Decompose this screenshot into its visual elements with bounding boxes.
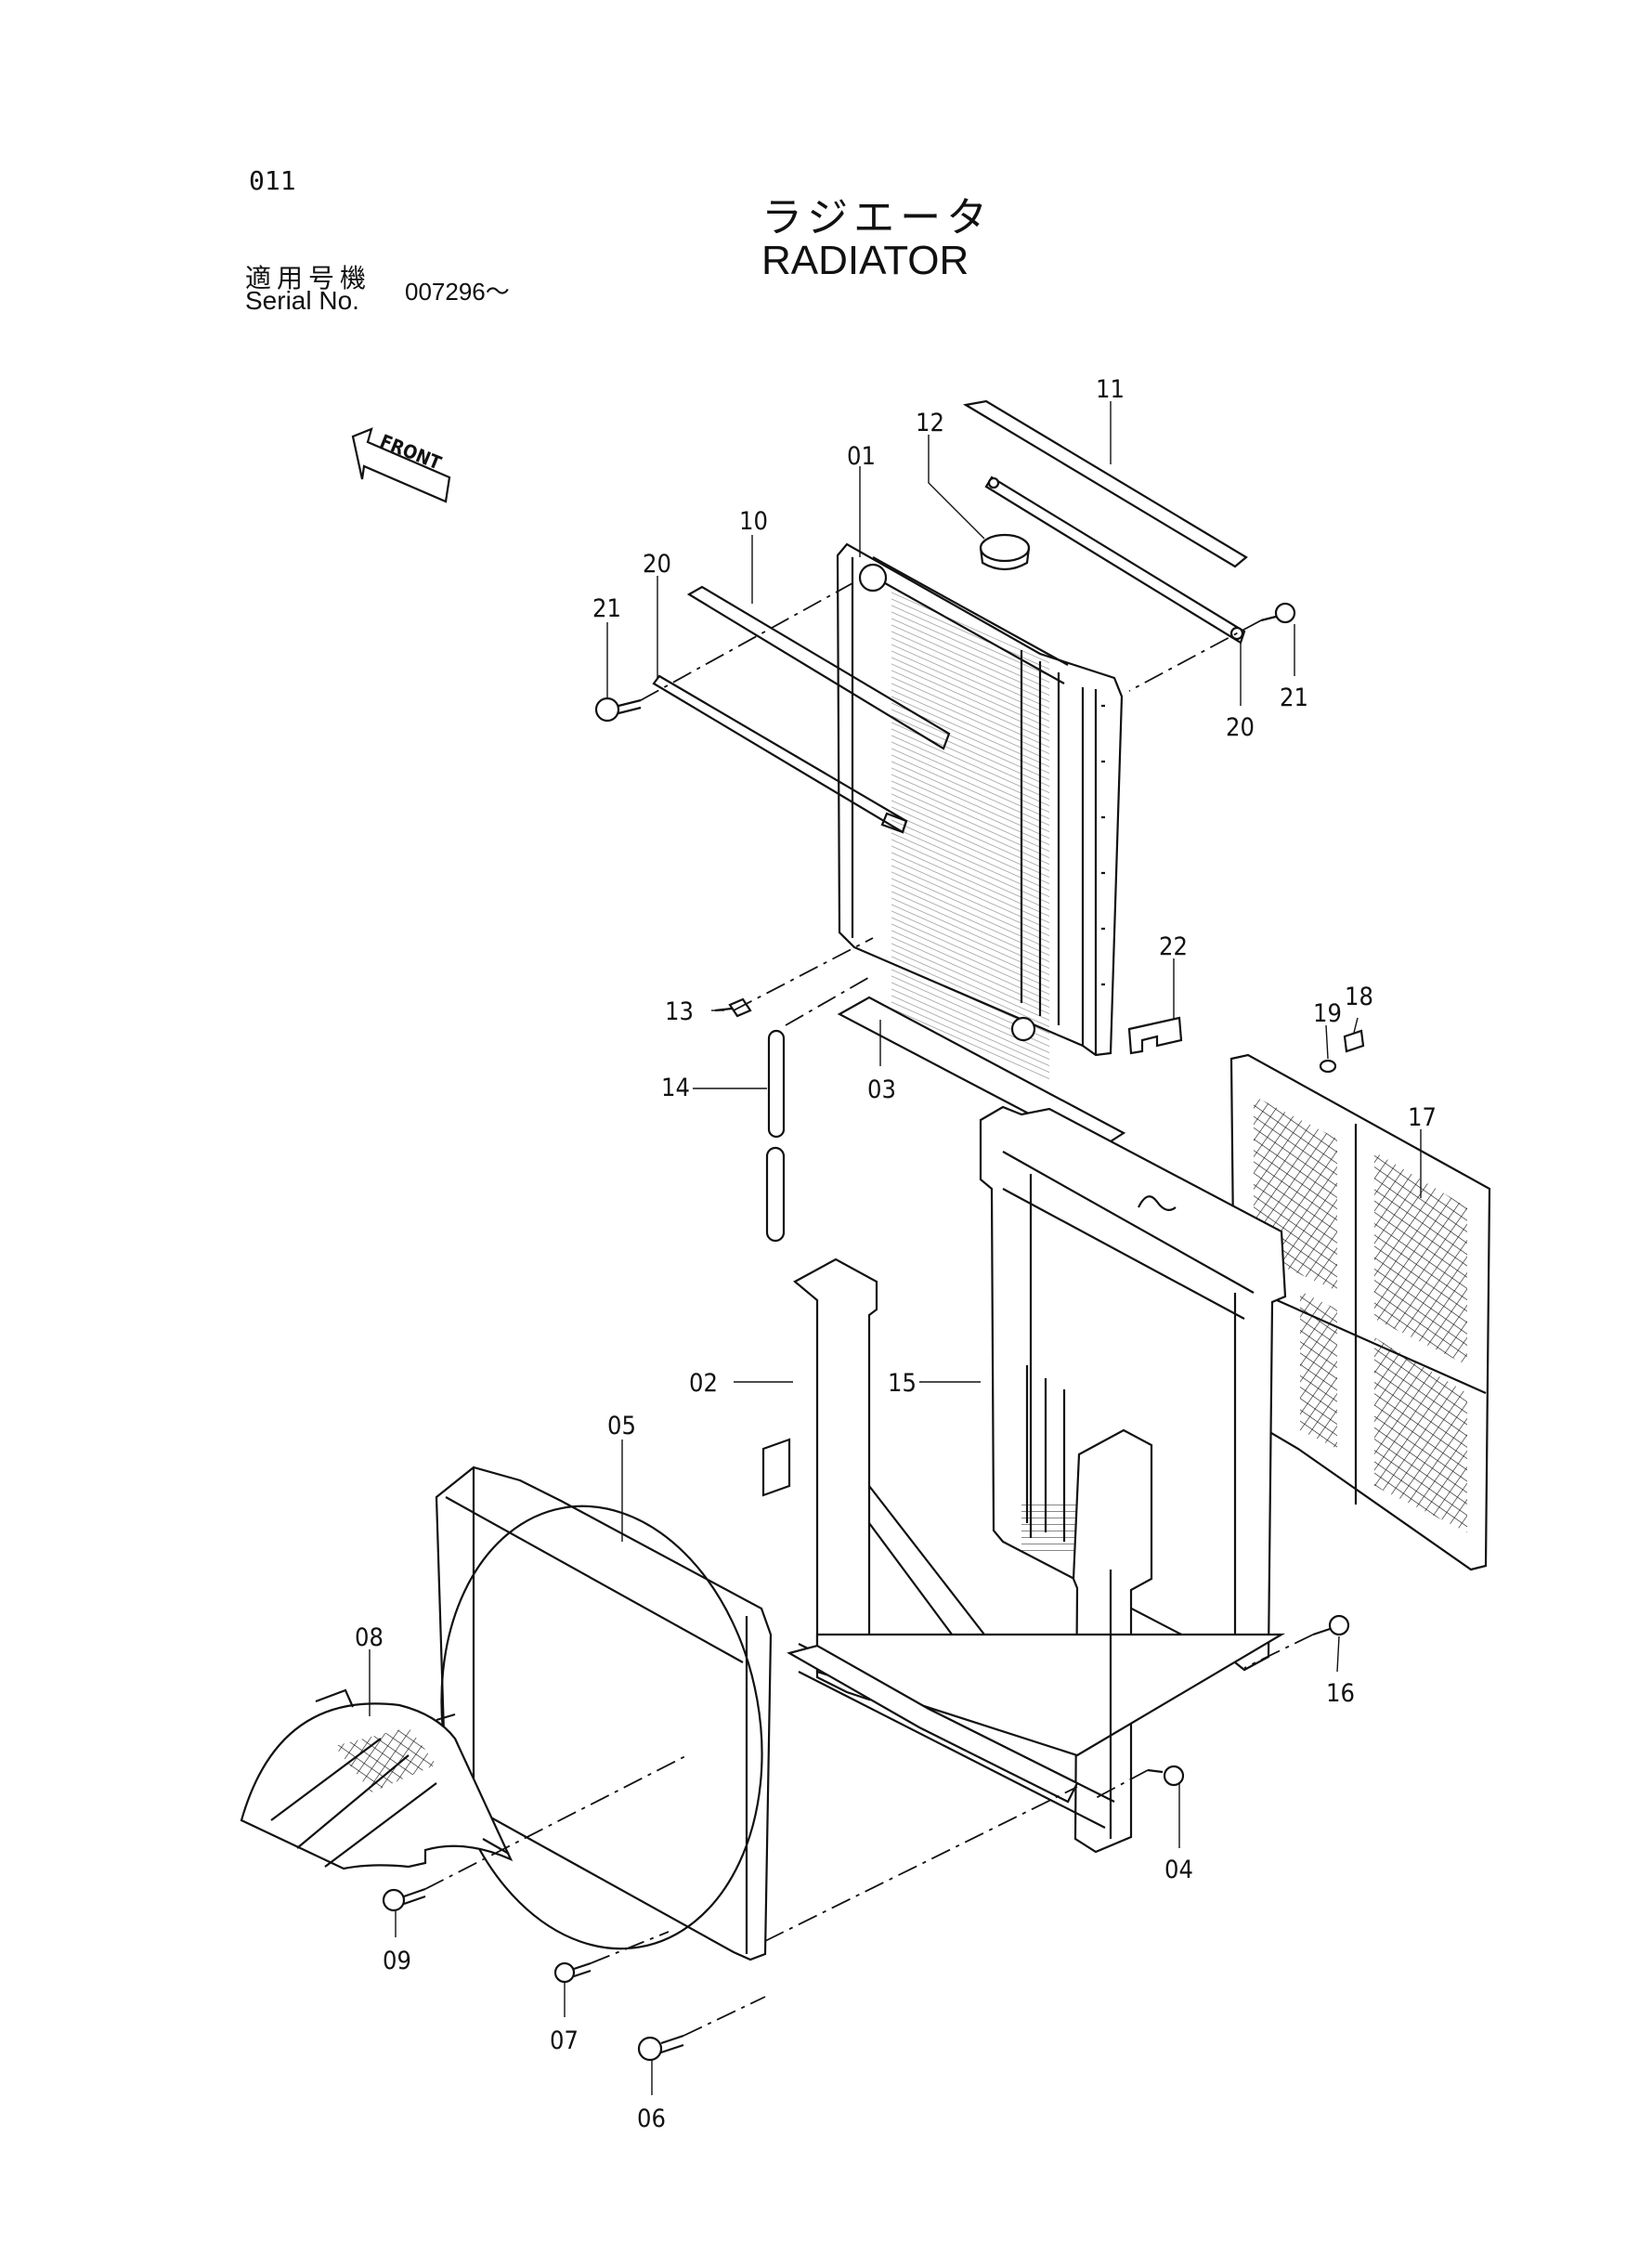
page-number: 011 xyxy=(249,165,296,196)
callout-07: 07 xyxy=(550,2026,579,2055)
part-15-cooler xyxy=(979,1105,1287,1672)
callout-06: 06 xyxy=(637,2104,666,2133)
leader-lines xyxy=(369,401,1422,2095)
part-19-washer xyxy=(1319,1059,1337,1074)
serial-value: 007296～ xyxy=(405,278,510,306)
front-arrow-icon: FRONT xyxy=(351,427,451,503)
callout-18: 18 xyxy=(1345,983,1373,1011)
part-22-bracket xyxy=(1127,1016,1183,1055)
part-02-frame xyxy=(761,1257,1286,1854)
part-16-bolt xyxy=(1312,1614,1350,1636)
callout-01: 01 xyxy=(847,442,876,471)
callout-17: 17 xyxy=(1408,1103,1437,1132)
serial-label: Serial No. xyxy=(245,286,359,315)
part-01-radiator-core xyxy=(836,542,1124,1081)
callout-04: 04 xyxy=(1164,1856,1193,1884)
part-21-bolt-right xyxy=(1260,602,1296,624)
callout-15: 15 xyxy=(888,1369,917,1398)
part-04-bolt xyxy=(1147,1765,1185,1787)
callout-05: 05 xyxy=(607,1412,636,1440)
part-17-screen xyxy=(1229,1053,1491,1571)
page-title: RADIATOR xyxy=(761,238,969,283)
part-21-bolt-left xyxy=(594,697,642,723)
callout-10: 10 xyxy=(739,507,768,536)
callout-14: 14 xyxy=(661,1074,690,1102)
page-title-jp: ラジエータ xyxy=(761,194,994,241)
assembly-center-lines xyxy=(424,582,1314,2037)
part-05-shroud xyxy=(435,1466,773,1961)
callout-12: 12 xyxy=(916,409,944,437)
part-20-stay-left xyxy=(652,674,908,834)
callout-21-left: 21 xyxy=(592,594,621,623)
serial-label-jp: 適用号機 xyxy=(245,263,372,293)
part-12-cap xyxy=(979,533,1031,571)
callout-22: 22 xyxy=(1159,932,1188,961)
callout-21-right: 21 xyxy=(1280,684,1308,712)
part-08-fan-guard xyxy=(240,1688,514,1870)
callout-02: 02 xyxy=(689,1369,718,1398)
part-03-seal xyxy=(837,996,1126,1152)
part-10-seal xyxy=(686,585,951,750)
callout-09: 09 xyxy=(383,1947,411,1975)
part-14-hose xyxy=(765,1029,786,1243)
callout-03: 03 xyxy=(867,1075,896,1104)
callout-20-right: 20 xyxy=(1226,713,1255,742)
callout-19: 19 xyxy=(1313,999,1342,1028)
part-18-bolt xyxy=(1343,1029,1365,1053)
callout-08: 08 xyxy=(355,1623,384,1652)
callout-16: 16 xyxy=(1326,1679,1355,1708)
part-13-drain-cock xyxy=(714,997,752,1018)
part-11-seal xyxy=(962,399,1248,568)
callouts: 11 12 01 10 20 21 21 20 22 13 14 03 19 1… xyxy=(355,375,1437,2133)
callout-11: 11 xyxy=(1096,375,1125,404)
callout-20-left: 20 xyxy=(643,550,671,579)
part-20-stay-right xyxy=(984,476,1246,645)
part-07-bolt xyxy=(553,1961,592,1984)
part-06-bolt xyxy=(637,2034,684,2062)
part-09-bolt xyxy=(382,1887,426,1912)
callout-13: 13 xyxy=(665,997,694,1026)
